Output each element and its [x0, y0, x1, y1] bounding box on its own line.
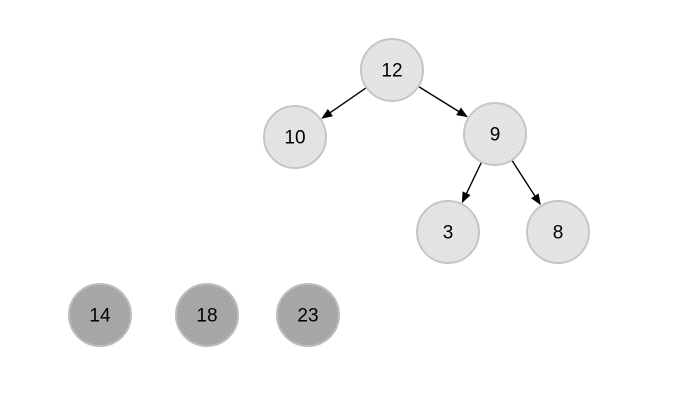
node-label: 3 — [443, 223, 454, 244]
tree-node-circle — [360, 38, 424, 102]
tree-node-12: 12 — [360, 38, 424, 102]
node-label: 9 — [490, 125, 501, 146]
tree-node-circle — [416, 200, 480, 264]
tree-node-8: 8 — [526, 200, 590, 264]
tree-node-3: 3 — [416, 200, 480, 264]
floating-node-23: 23 — [276, 283, 340, 347]
tree-node-circle — [263, 105, 327, 169]
tree-node-circle — [463, 102, 527, 166]
tree-node-9: 9 — [463, 102, 527, 166]
node-label: 23 — [297, 306, 318, 327]
tree-node-10: 10 — [263, 105, 327, 169]
node-label: 14 — [89, 306, 111, 327]
tree-node-circle — [526, 200, 590, 264]
floating-node-14: 14 — [68, 283, 132, 347]
node-label: 18 — [196, 306, 217, 327]
node-label: 8 — [553, 223, 564, 244]
floating-node-circle — [68, 283, 132, 347]
node-label: 12 — [381, 61, 402, 82]
tree-edge-12-9 — [417, 85, 468, 118]
node-label: 10 — [284, 128, 305, 149]
floating-node-18: 18 — [175, 283, 239, 347]
tree-edge-12-10 — [321, 87, 367, 119]
floating-node-circle — [175, 283, 239, 347]
tree-edge-9-8 — [511, 159, 541, 206]
floating-node-circle — [276, 283, 340, 347]
tree-edge-9-3 — [461, 161, 483, 204]
